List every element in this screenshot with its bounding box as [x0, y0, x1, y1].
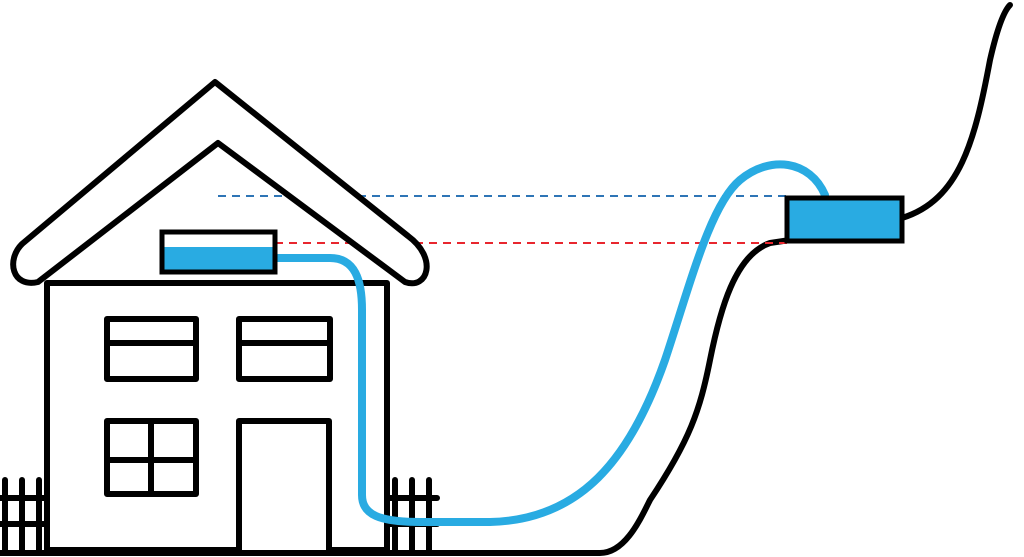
water-pipe: [268, 160, 829, 526]
ground-line: [0, 237, 793, 556]
upper-window-right: [236, 316, 333, 382]
house-body: [44, 280, 390, 553]
house-tank-water: [164, 247, 273, 270]
house-storage-tank: [159, 229, 278, 275]
lower-window: [104, 418, 199, 497]
mountain-line: [899, 2, 1013, 221]
door: [236, 418, 332, 556]
reservoir-tank: [784, 195, 905, 244]
fence-left: [0, 477, 50, 556]
roof: [10, 79, 430, 287]
upper-window-left: [104, 316, 199, 382]
fence-right: [384, 477, 440, 556]
